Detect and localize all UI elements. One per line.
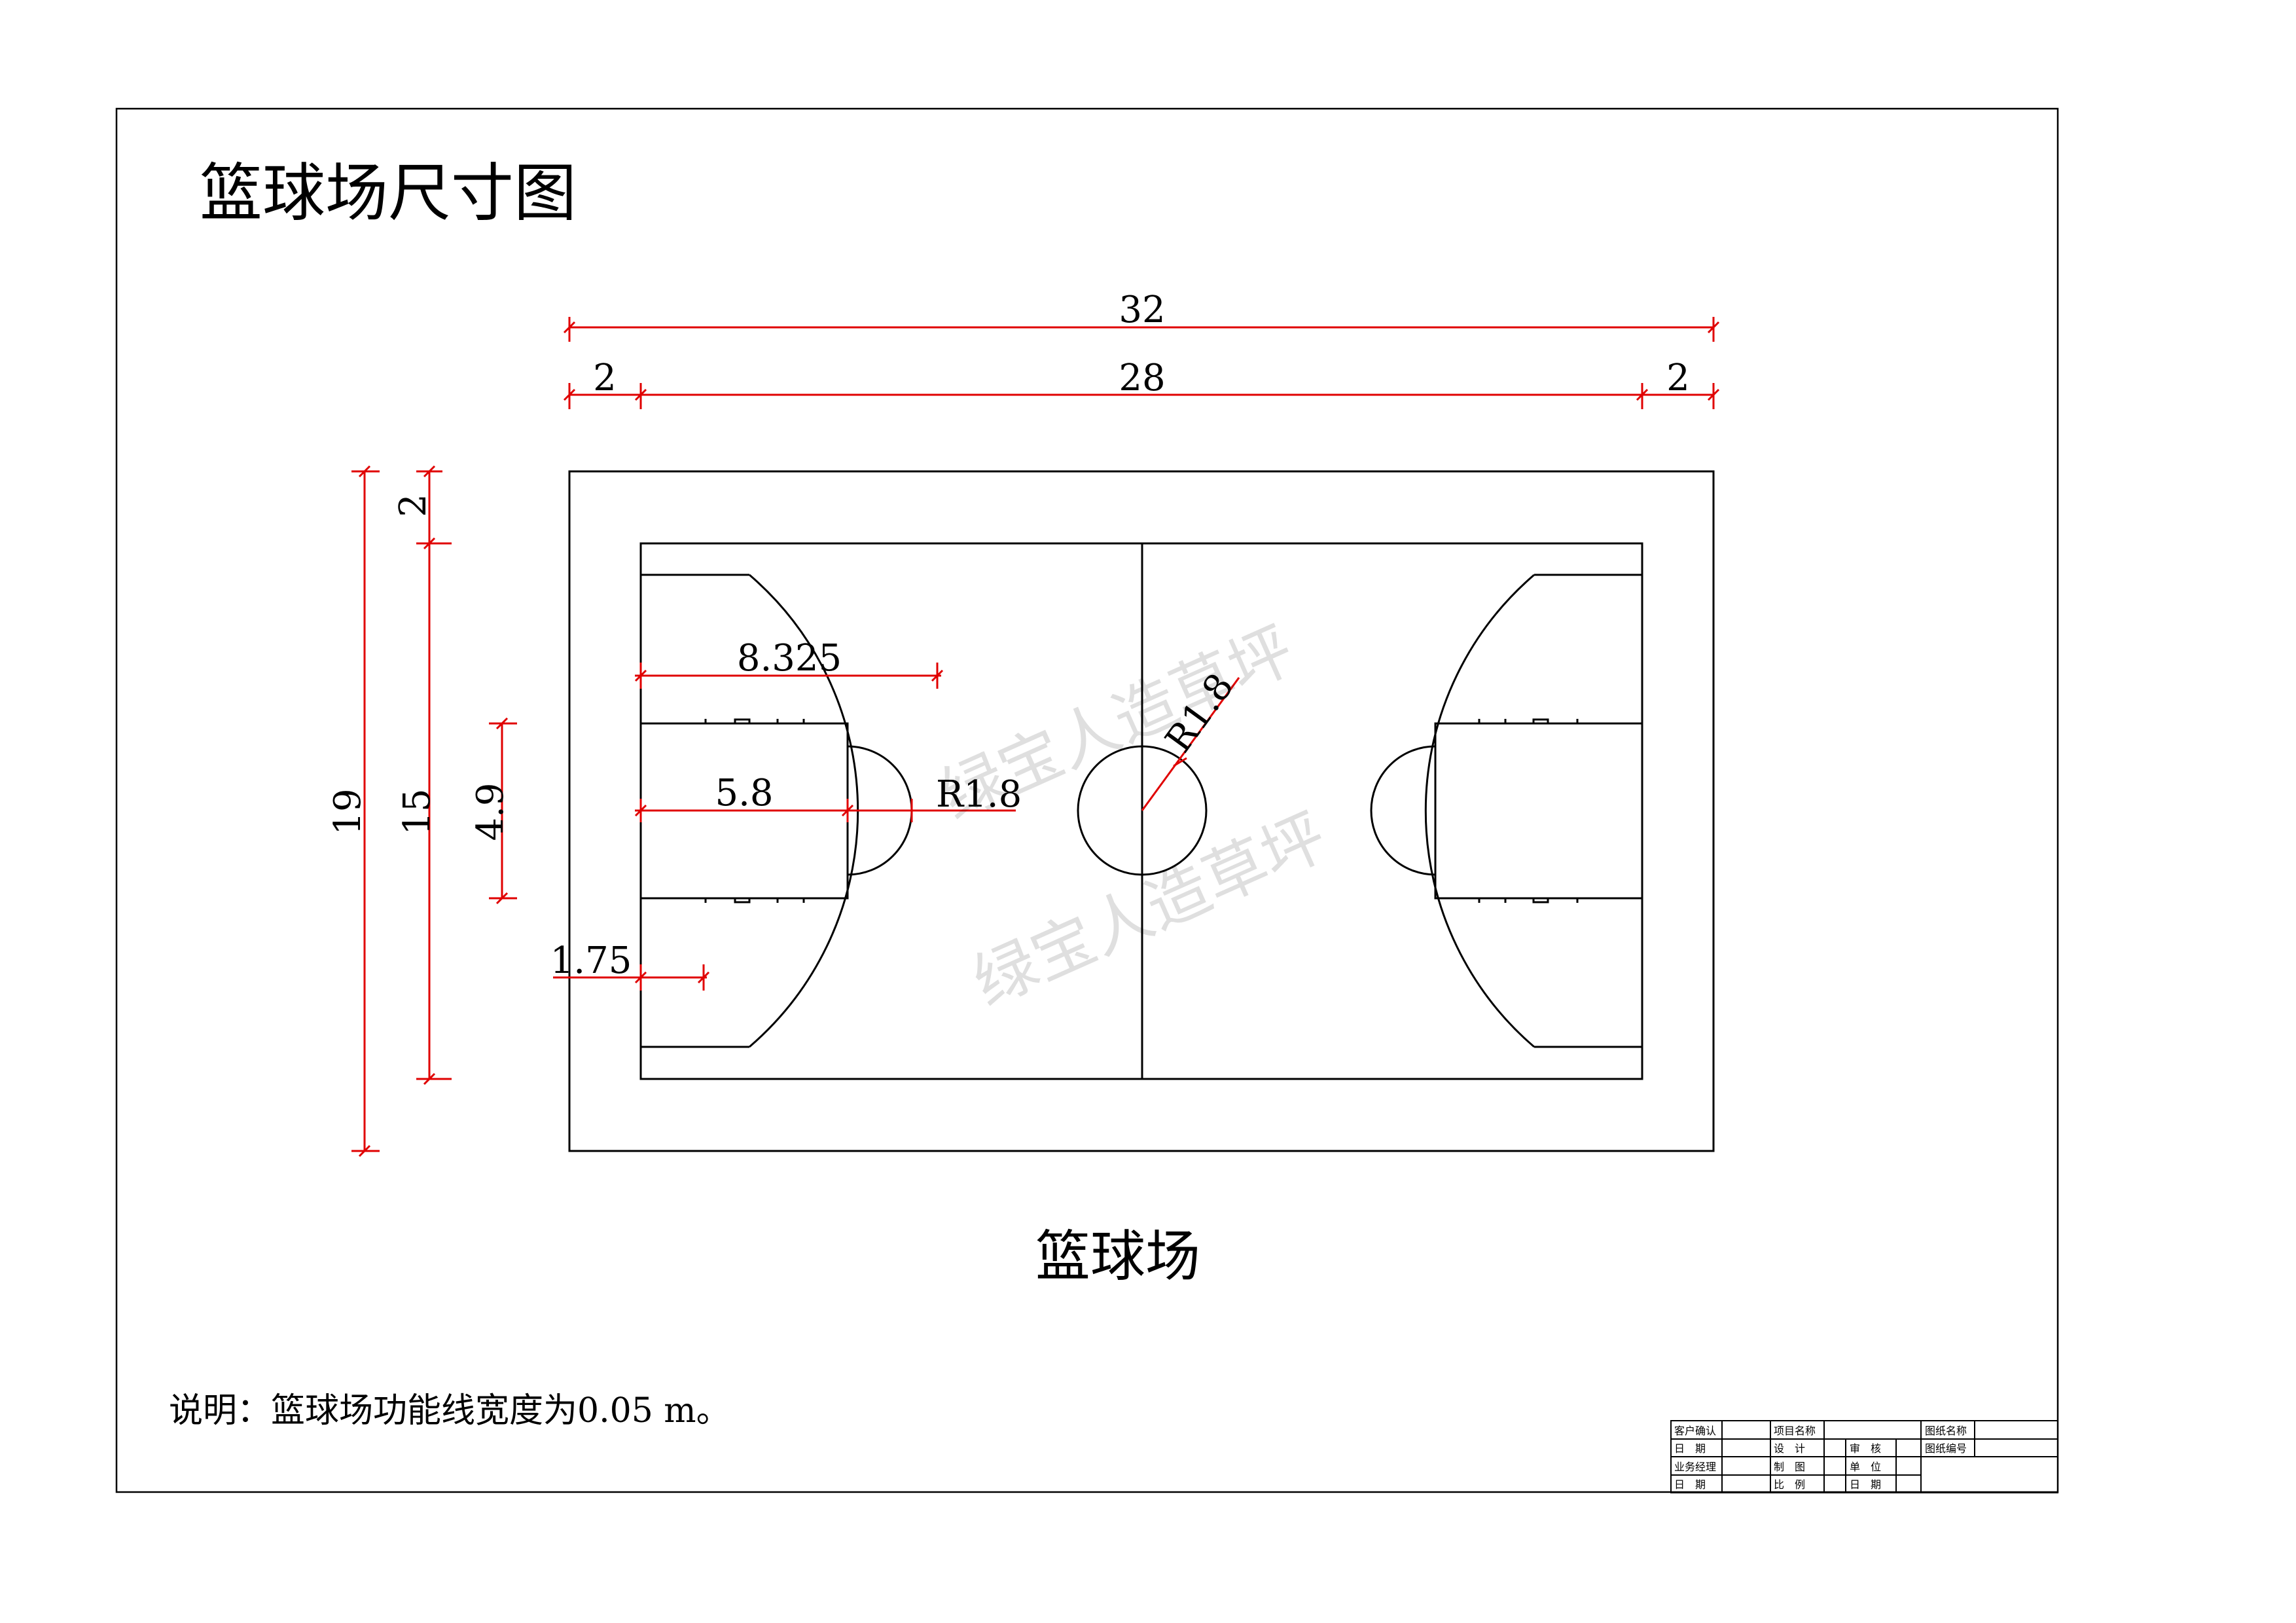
dim-overall-length bbox=[563, 317, 1720, 342]
dim-label-margin-left: 2 bbox=[593, 357, 617, 399]
page-title: 篮球场尺寸图 bbox=[200, 156, 577, 230]
tb-date-2: 日 期 bbox=[1674, 1478, 1706, 1491]
dim-label-playing-width: 15 bbox=[396, 788, 439, 835]
tb-design: 设 计 bbox=[1774, 1442, 1805, 1455]
tb-unit: 单 位 bbox=[1850, 1461, 1881, 1473]
dim-label-margin-right: 2 bbox=[1666, 357, 1690, 399]
right-lane bbox=[1434, 722, 1643, 900]
dim-label-overall-width: 19 bbox=[327, 788, 369, 835]
right-free-throw-semicircle bbox=[1370, 745, 1436, 876]
tb-drawing-name: 图纸名称 bbox=[1925, 1425, 1967, 1437]
dim-label-overall-length: 32 bbox=[1119, 289, 1165, 331]
dim-label-playing-length: 28 bbox=[1119, 357, 1165, 399]
dim-playing-length bbox=[563, 383, 1720, 409]
tb-date-3: 日 期 bbox=[1850, 1478, 1881, 1491]
dim-playing-width bbox=[416, 465, 452, 1085]
watermark-2: 绿宝人造草坪 bbox=[963, 800, 1337, 1021]
dim-corner-offset bbox=[553, 964, 710, 991]
watermark-1: 绿宝人造草坪 bbox=[930, 613, 1304, 834]
dim-label-margin-top: 2 bbox=[392, 494, 435, 517]
dim-lane-width bbox=[489, 717, 517, 905]
right-lane-hash-marks bbox=[1478, 718, 1579, 903]
dim-label-free-throw-radius: R1.8 bbox=[936, 773, 1022, 816]
dim-label-three-point-distance: 8.325 bbox=[737, 637, 842, 680]
right-three-point-line bbox=[1424, 574, 1642, 1048]
title-block bbox=[1670, 1420, 2058, 1493]
note-text: 说明：篮球场功能线宽度为0.05 m。 bbox=[169, 1391, 730, 1431]
dim-label-lane-width: 4.9 bbox=[469, 782, 512, 841]
tb-drawing-number: 图纸编号 bbox=[1925, 1442, 1967, 1455]
dim-label-free-throw-distance: 5.8 bbox=[715, 772, 773, 814]
dim-label-corner-offset: 1.75 bbox=[550, 939, 632, 982]
dim-center-circle-radius bbox=[1141, 677, 1240, 811]
center-circle bbox=[1077, 745, 1208, 876]
tb-scale: 比 例 bbox=[1774, 1478, 1805, 1491]
tb-business-manager: 业务经理 bbox=[1674, 1461, 1716, 1473]
dim-three-point-distance bbox=[634, 663, 944, 689]
tb-drawing: 制 图 bbox=[1774, 1461, 1805, 1473]
dim-overall-width bbox=[351, 465, 380, 1158]
tb-review: 审 核 bbox=[1850, 1442, 1881, 1455]
left-lane-hash-marks bbox=[704, 718, 805, 903]
dim-free-throw-distance bbox=[634, 799, 1016, 822]
drawing-frame bbox=[115, 107, 2059, 1493]
court-caption: 篮球场 bbox=[1035, 1224, 1200, 1288]
court-outer-boundary bbox=[568, 470, 1715, 1152]
tb-customer-confirm: 客户确认 bbox=[1674, 1425, 1716, 1437]
tb-date-1: 日 期 bbox=[1674, 1442, 1706, 1455]
tb-project-name: 项目名称 bbox=[1774, 1425, 1816, 1437]
